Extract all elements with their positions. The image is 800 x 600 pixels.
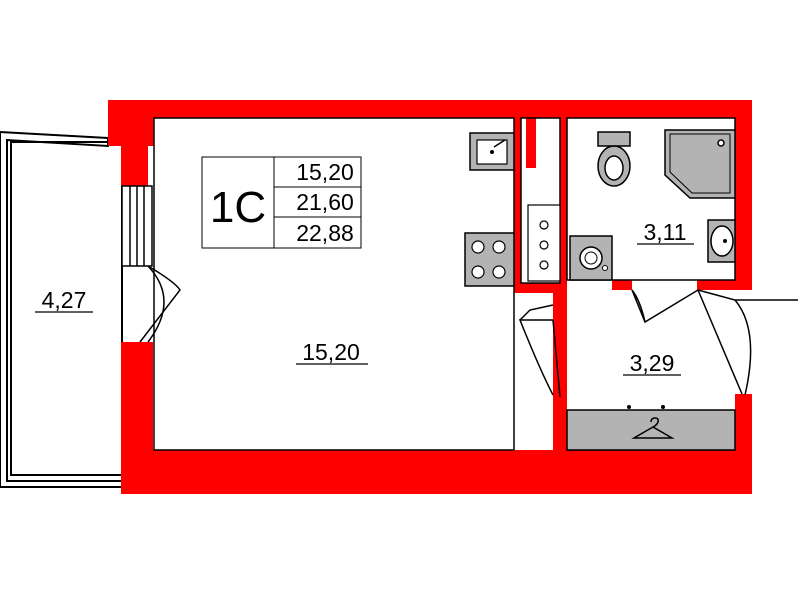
hallway-area-label: 3,29 — [630, 350, 675, 376]
washbasin-icon — [707, 219, 736, 263]
main-room-area-label: 15,20 — [302, 339, 360, 365]
wall-bath-bottom-mid — [612, 280, 632, 290]
sink-icon — [469, 132, 515, 171]
stove-icon — [464, 232, 515, 287]
hanger-icon — [631, 417, 675, 439]
wall-left-upper — [108, 100, 154, 146]
hall-doors — [518, 289, 798, 398]
shower-icon — [664, 129, 736, 199]
wall-bath-left — [514, 118, 521, 290]
room-labels: 4,27 15,20 3,11 3,29 — [35, 219, 694, 376]
legend-living-area: 15,20 — [296, 159, 354, 185]
wall-bath-inner — [560, 118, 567, 293]
washing-machine-icon — [569, 235, 613, 281]
wall-top — [108, 100, 752, 118]
wall-kitchen-post — [526, 118, 536, 168]
wall-bath-right — [735, 118, 752, 288]
walls — [108, 100, 752, 494]
wall-bath-bottom-right — [697, 280, 752, 290]
legend-total-with-balcony: 22,88 — [296, 220, 354, 246]
balcony-door — [139, 265, 181, 343]
window-left — [121, 185, 153, 267]
legend-total-area: 21,60 — [296, 189, 354, 215]
counter — [527, 204, 561, 282]
wall-partition — [553, 283, 567, 453]
bathroom-area-label: 3,11 — [643, 219, 686, 245]
wall-bath-bottom-left — [514, 283, 567, 293]
wardrobe — [566, 405, 736, 451]
wall-left-upper-stub — [121, 140, 148, 186]
wall-bottom — [121, 450, 752, 494]
unit-type-code: 1С — [210, 183, 266, 232]
area-legend: 1С 15,20 21,60 22,88 — [201, 156, 362, 249]
wall-hall-right — [735, 394, 752, 454]
balcony-area-label: 4,27 — [42, 287, 87, 313]
toilet-icon — [597, 131, 631, 187]
